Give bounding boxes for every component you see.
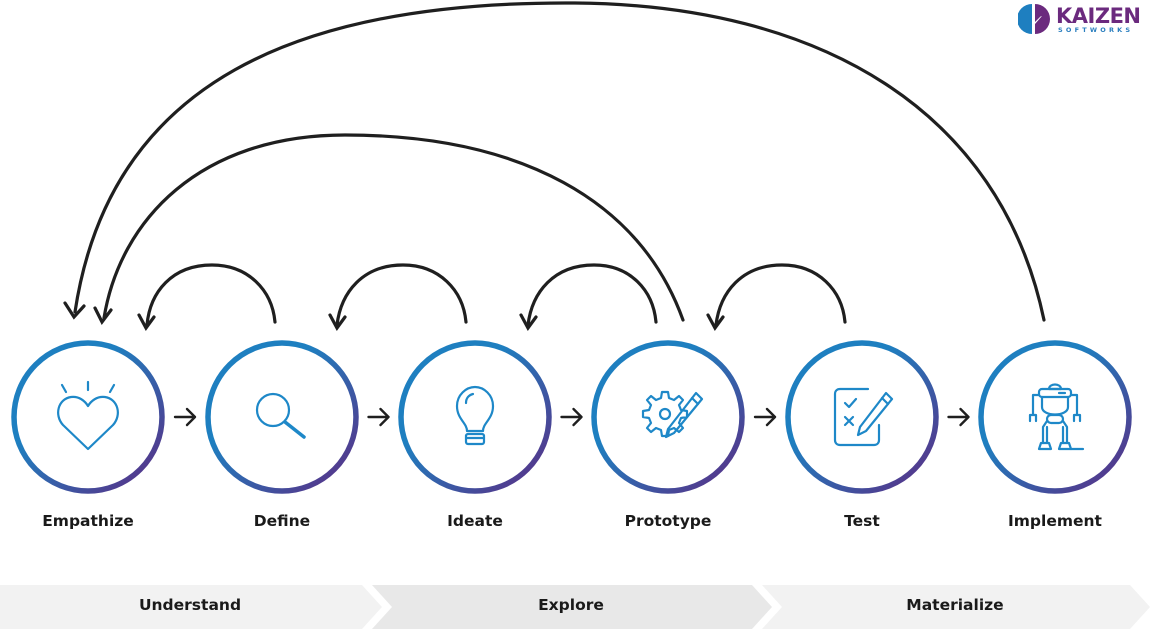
phase-label-materialize: Materialize [906, 596, 1004, 614]
stage-label-empathize: Empathize [42, 512, 134, 530]
phase-label-explore: Explore [538, 596, 604, 614]
forward-arrow-ideate-to-prototype [560, 407, 583, 427]
loop-ideate-to-define [335, 263, 468, 327]
forward-arrow-define-to-ideate [367, 407, 390, 427]
gear-pencil-icon [641, 390, 704, 439]
stage-label-prototype: Prototype [624, 512, 712, 530]
loop-define-to-empathize [145, 263, 277, 327]
stage-circle-ideate [398, 340, 552, 494]
phase-materialize [762, 585, 1150, 629]
feedback-arcs [63, 1, 1046, 331]
loop-test-to-prototype-head [706, 313, 725, 331]
checklist-pencil-icon [833, 387, 894, 447]
magnifier-icon [255, 392, 306, 439]
loop-prototype-to-ideate-head [519, 313, 538, 331]
loop-prototype-to-empathize-head [93, 306, 113, 326]
stage-label-define: Define [253, 512, 311, 530]
stage-label-implement: Implement [1008, 512, 1102, 530]
kaizen-logo-mark-icon [1018, 4, 1050, 34]
kaizen-logo: KAIZEN SOFTWORKS [1018, 2, 1148, 36]
forward-arrow-empathize-to-define [173, 407, 197, 427]
loop-ideate-to-define-head [328, 313, 347, 331]
stage-circle-empathize [11, 340, 165, 494]
loop-define-to-empathize-head [137, 313, 156, 331]
stage-circle-define [205, 340, 359, 494]
loop-implement-to-empathize [73, 1, 1046, 322]
stage-icons [57, 380, 1085, 451]
stage-label-ideate: Ideate [447, 512, 503, 530]
phase-explore [372, 585, 772, 629]
logo-name: KAIZEN [1056, 4, 1141, 28]
lightbulb-icon [455, 385, 495, 446]
forward-arrows [173, 407, 970, 427]
phase-bar [0, 585, 1150, 629]
loop-prototype-to-empathize [102, 133, 685, 322]
phase-understand [0, 585, 382, 629]
stage-circle-implement [978, 340, 1132, 494]
robot-icon [1028, 383, 1085, 451]
logo-subtitle: SOFTWORKS [1058, 26, 1134, 34]
stage-circle-test [785, 340, 939, 494]
forward-arrow-test-to-implement [947, 407, 970, 427]
phase-label-understand: Understand [138, 596, 242, 614]
loop-test-to-prototype [714, 263, 847, 327]
heart-icon [57, 380, 119, 451]
stage-circles [11, 340, 1132, 494]
loop-prototype-to-ideate [526, 263, 658, 327]
forward-arrow-prototype-to-test [753, 407, 777, 427]
loop-implement-to-empathize-head [63, 301, 86, 320]
stage-label-test: Test [844, 512, 880, 530]
